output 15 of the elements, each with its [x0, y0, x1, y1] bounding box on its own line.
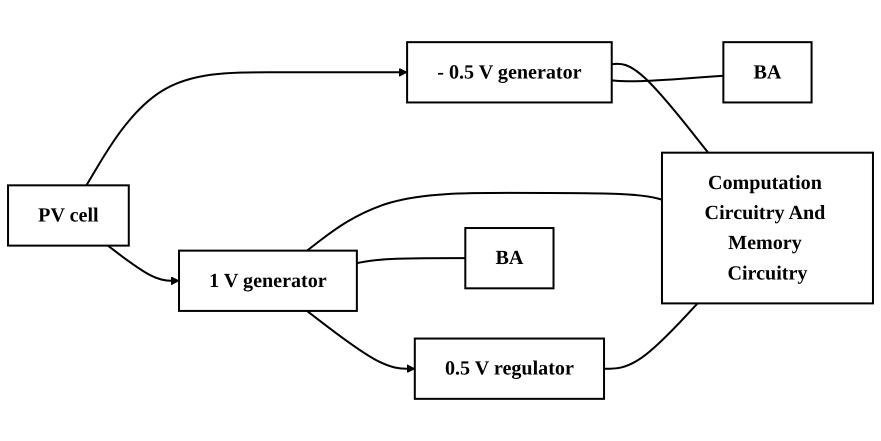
connector: [612, 62, 709, 154]
node-box: - 0.5 V generator: [406, 41, 613, 104]
node-box: Computation Circuitry And Memory Circuitry: [660, 152, 874, 304]
connector: [612, 74, 724, 82]
node-box: PV cell: [7, 184, 130, 247]
arrow: [86, 68, 408, 186]
arrow: [306, 310, 416, 374]
connector: [306, 192, 662, 252]
node-box: 0.5 V regulator: [414, 338, 606, 400]
node-box: BA: [464, 227, 555, 290]
arrow: [107, 244, 180, 286]
node-box: BA: [722, 41, 813, 104]
connector: [356, 257, 466, 264]
node-box: 1 V generator: [178, 250, 358, 312]
connector: [604, 302, 698, 370]
